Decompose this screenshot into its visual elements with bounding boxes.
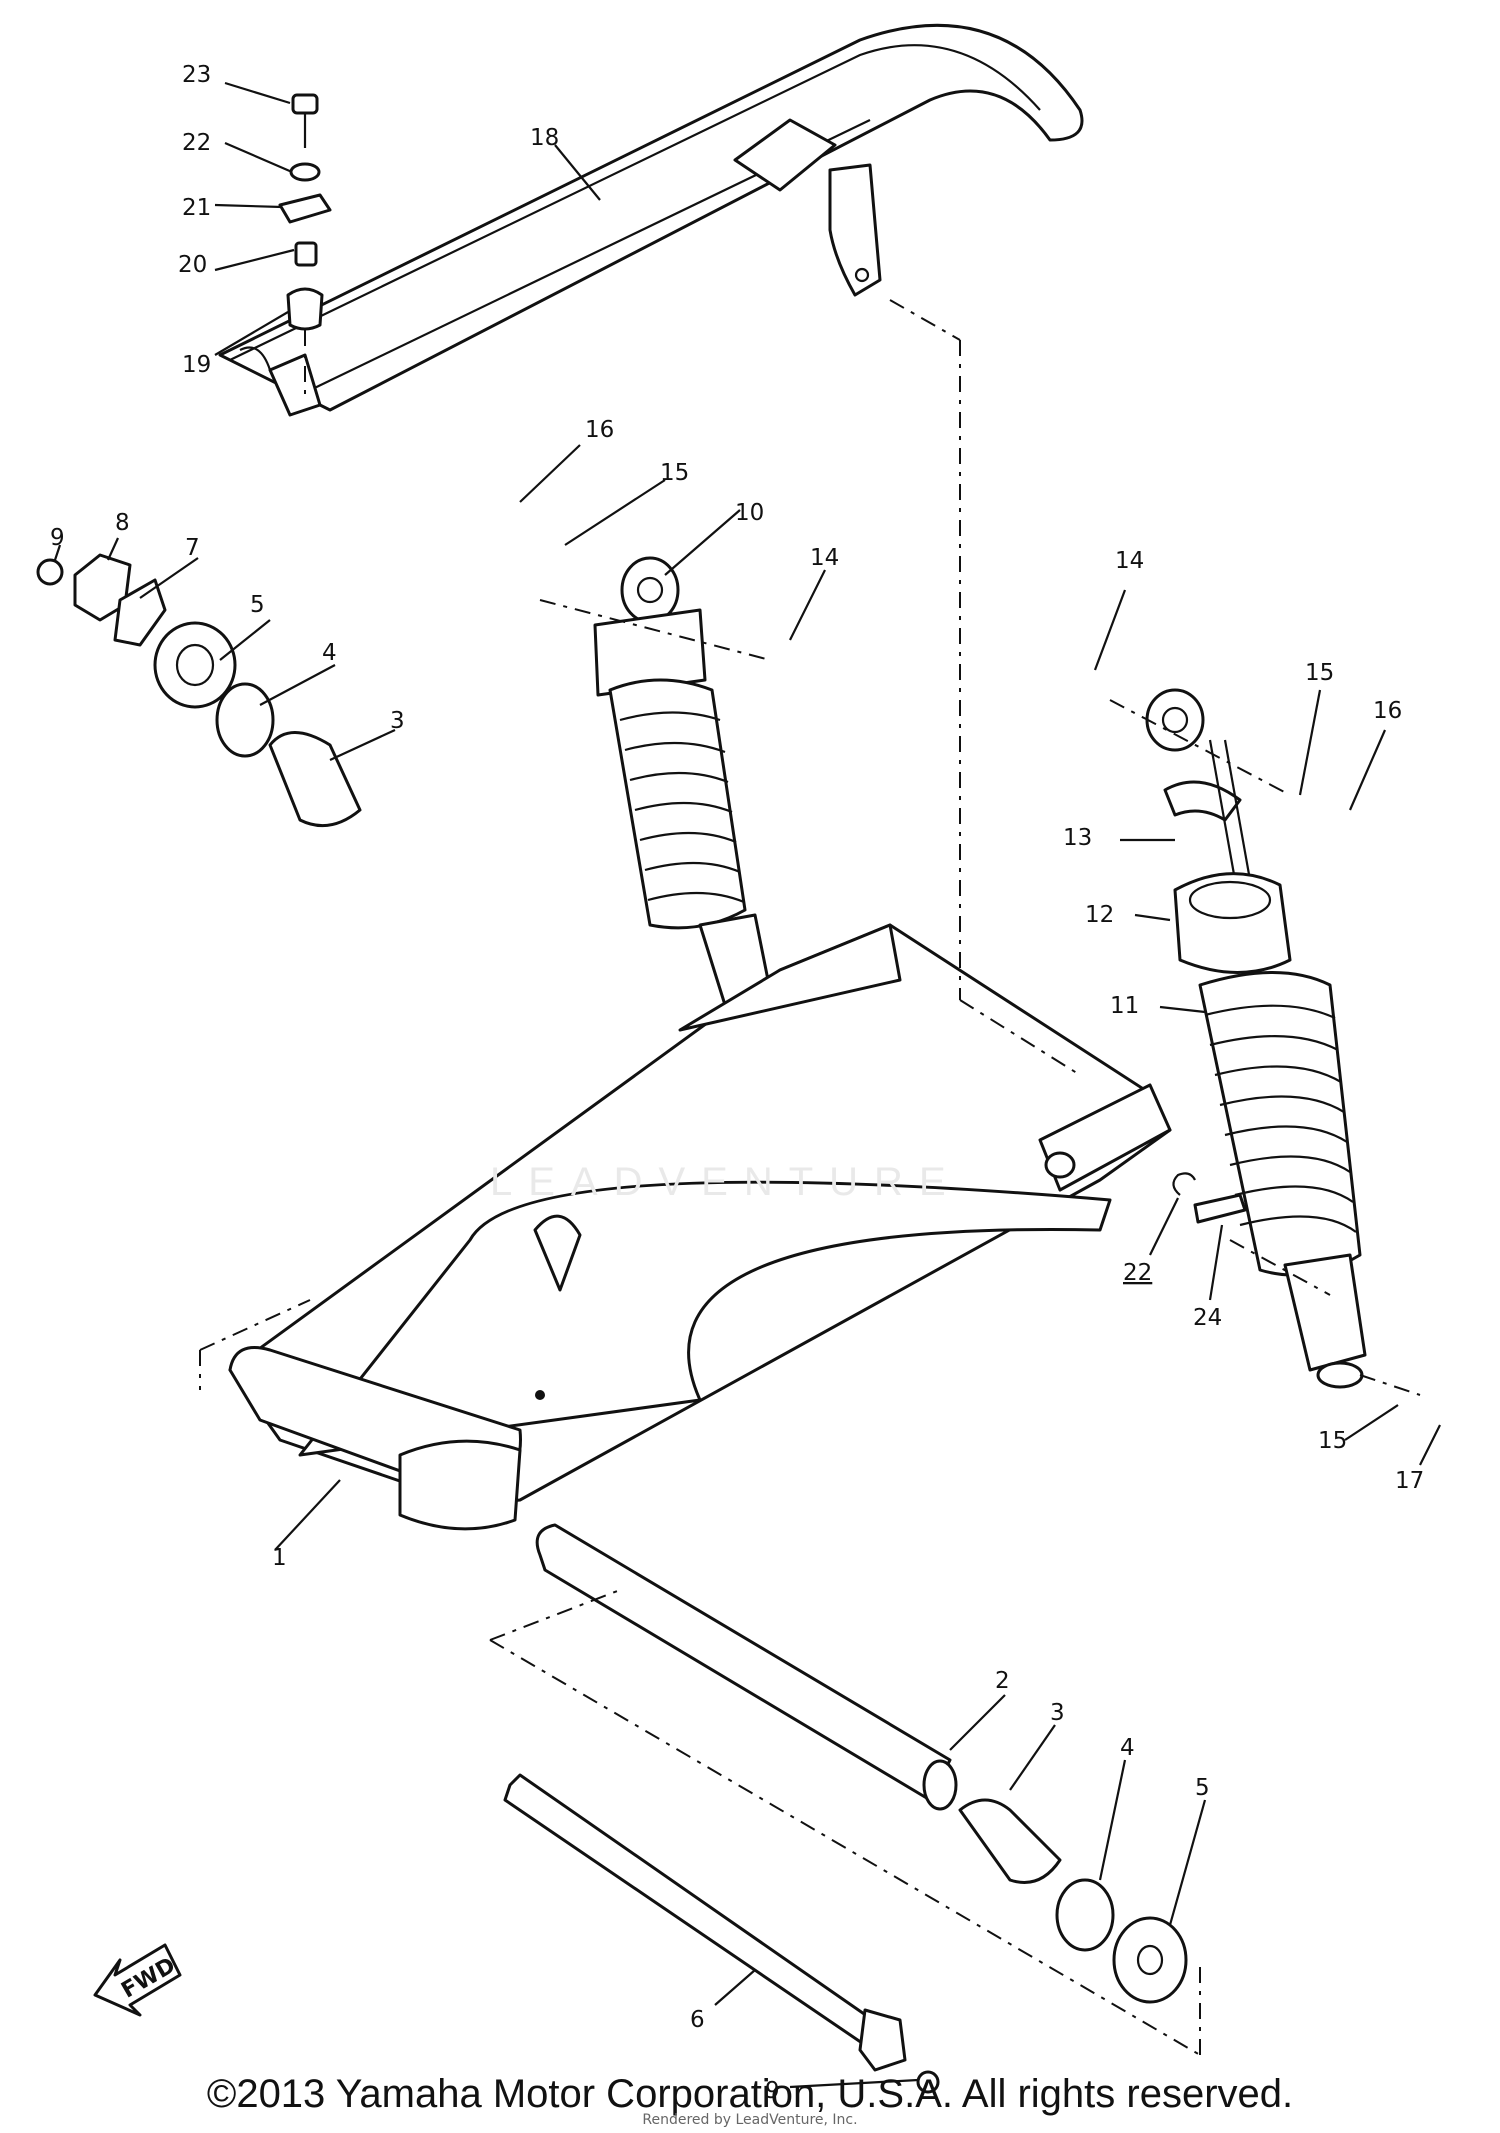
callout-4-right: 4: [1120, 1735, 1135, 1761]
callout-20: 20: [178, 252, 207, 278]
callout-13: 13: [1063, 825, 1092, 851]
callout-7: 7: [185, 535, 200, 561]
callout-1: 1: [272, 1545, 287, 1571]
rendered-by-note: Rendered by LeadVenture, Inc.: [642, 2112, 858, 2128]
left-pivot-hardware: [36, 553, 362, 828]
callout-15-left: 15: [660, 460, 689, 486]
callout-8: 8: [115, 510, 130, 536]
watermark: LEADVENTURE: [490, 1160, 962, 1204]
callout-3-right: 3: [1050, 1700, 1065, 1726]
callout-14-right: 14: [1115, 548, 1144, 574]
callout-22-top: 22: [182, 130, 211, 156]
callout-22-shock: 22: [1123, 1260, 1152, 1286]
callout-23: 23: [182, 62, 211, 88]
callout-21: 21: [182, 195, 211, 221]
callout-4-left: 4: [322, 640, 337, 666]
callout-5-left: 5: [250, 592, 265, 618]
callout-15-right-top: 15: [1305, 660, 1334, 686]
right-shock-absorber: [1145, 688, 1367, 1389]
callout-6: 6: [690, 2007, 705, 2033]
callout-2: 2: [995, 1668, 1010, 1694]
callout-19: 19: [182, 352, 211, 378]
leader-lines: [53, 81, 1441, 2089]
callout-9-bottom: 9: [765, 2078, 780, 2104]
callout-24: 24: [1193, 1305, 1222, 1331]
long-bolt: [503, 1773, 940, 2094]
chain-case: [218, 23, 1084, 417]
shock-mount-bolt: [1172, 1172, 1247, 1224]
pivot-shaft: [535, 1523, 1188, 2004]
callout-11: 11: [1110, 993, 1139, 1019]
callout-5-right: 5: [1195, 1775, 1210, 1801]
callout-10: 10: [735, 500, 764, 526]
callout-16-right: 16: [1373, 698, 1402, 724]
swingarm: [228, 923, 1172, 1531]
copyright-notice: ©2013 Yamaha Motor Corporation, U.S.A. A…: [206, 2072, 1294, 2116]
callout-16-left: 16: [585, 417, 614, 443]
callout-14-left: 14: [810, 545, 839, 571]
case-mount-hardware: [278, 93, 332, 395]
alignment-lines: [199, 299, 1421, 2056]
callout-3-left: 3: [390, 708, 405, 734]
callout-17: 17: [1395, 1468, 1424, 1494]
callout-15-right-bottom: 15: [1318, 1428, 1347, 1454]
callout-12: 12: [1085, 902, 1114, 928]
callout-9-left: 9: [50, 525, 65, 551]
fwd-arrow: FWD: [93, 1943, 182, 2017]
callout-labels: 23 22 21 20 19 18 16 15 10 14 14 15 16 1…: [50, 62, 1424, 2104]
left-shock-absorber: [593, 556, 772, 1007]
callout-18: 18: [530, 125, 559, 151]
